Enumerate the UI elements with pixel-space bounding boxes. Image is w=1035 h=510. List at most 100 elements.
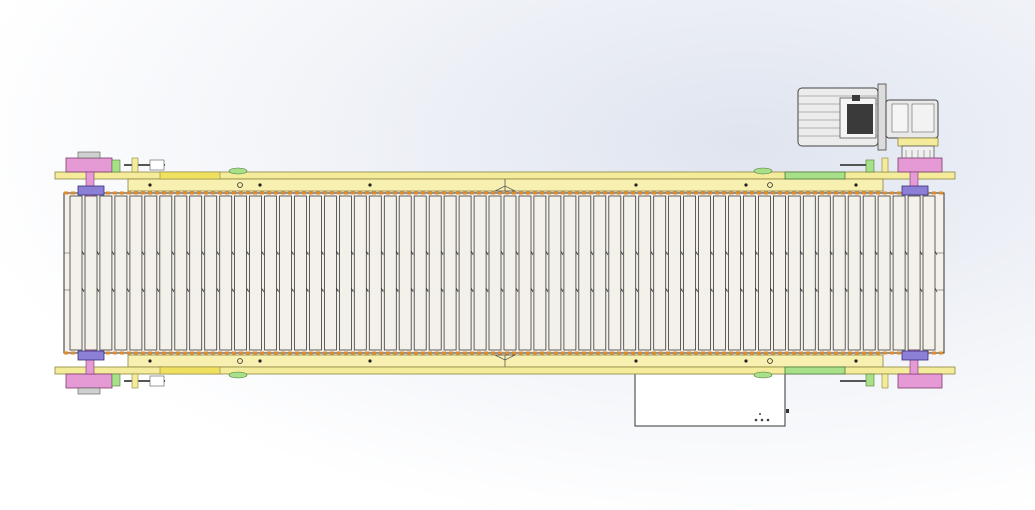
slat-joint: [590, 287, 594, 293]
slat-joint: [395, 250, 399, 256]
belt-slat: [204, 195, 218, 351]
slat-joint: [680, 250, 683, 256]
slat-joint: [126, 250, 130, 256]
belt-slat: [129, 195, 143, 351]
slat-joint: [470, 287, 474, 293]
slat-joint: [620, 250, 624, 256]
top-side-frame: [54, 167, 956, 192]
belt-slat: [892, 195, 906, 351]
belt-slat: [338, 195, 352, 351]
belt-slat: [563, 195, 577, 351]
belt-slat: [518, 195, 532, 351]
slat-joint: [350, 250, 354, 256]
belt-slat: [773, 195, 786, 351]
slat-joint: [321, 250, 324, 256]
slat-joint: [515, 287, 519, 293]
belt-slat: [234, 195, 248, 351]
belt-slat: [84, 195, 98, 351]
slat-joint: [455, 287, 459, 293]
slat-joint: [216, 250, 220, 256]
belt-slat: [877, 195, 891, 351]
belt-slat: [323, 195, 337, 351]
slat-joint: [799, 287, 803, 293]
belt-slat: [668, 195, 681, 351]
slat-joint: [216, 287, 220, 293]
slat-joint: [291, 287, 294, 293]
slat-joint: [770, 250, 773, 256]
slat-joint: [81, 287, 85, 293]
slat-joint: [500, 250, 504, 256]
slat-joint: [246, 287, 249, 293]
belt-slat: [428, 195, 442, 351]
belt-slat: [847, 195, 861, 351]
slat-joint: [605, 250, 609, 256]
belt-slat: [922, 195, 936, 351]
slat-joint: [784, 287, 788, 293]
slat-joint: [530, 250, 534, 256]
slat-joint: [470, 250, 474, 256]
belt-slat: [578, 195, 592, 351]
belt-slat: [368, 195, 382, 351]
slat-joint: [111, 250, 115, 256]
slat-belt: [63, 192, 945, 354]
slat-joint: [365, 250, 369, 256]
belt-slat: [383, 195, 397, 351]
slat-joint: [710, 287, 713, 293]
control-box: [634, 369, 789, 427]
slat-joint: [81, 250, 85, 256]
slat-joint: [725, 287, 728, 293]
belt-slat: [503, 195, 517, 351]
slat-joint: [904, 287, 908, 293]
slat-joint: [710, 250, 713, 256]
slat-joint: [755, 250, 758, 256]
belt-slat: [413, 195, 427, 351]
slat-joint: [770, 287, 773, 293]
slat-joint: [545, 250, 549, 256]
slat-joint: [695, 287, 698, 293]
slat-joint: [650, 287, 654, 293]
slat-joint: [336, 250, 339, 256]
slat-joint: [515, 250, 519, 256]
slat-joint: [201, 250, 205, 256]
belt-slat: [802, 195, 816, 351]
slat-joint: [725, 250, 728, 256]
slat-joint: [560, 287, 564, 293]
slat-joint: [620, 287, 624, 293]
slat-joint: [231, 287, 234, 293]
slat-joint: [919, 250, 923, 256]
slat-joint: [889, 250, 893, 256]
right-bottom-bearing-assembly: [840, 349, 943, 389]
slat-joint: [365, 287, 369, 293]
belt-slat: [817, 195, 831, 351]
belt-slat: [99, 195, 113, 351]
slat-joint: [186, 287, 190, 293]
slat-joint: [695, 250, 698, 256]
belt-slat: [623, 195, 637, 351]
belt-slat: [189, 195, 203, 351]
belt-slat: [683, 195, 696, 351]
slat-joint: [650, 250, 654, 256]
belt-slat: [144, 195, 158, 351]
slat-joint: [455, 250, 459, 256]
belt-slat: [264, 195, 278, 351]
belt-slat: [907, 195, 921, 351]
slat-joint: [111, 287, 115, 293]
slat-joint: [485, 287, 489, 293]
belt-slat: [728, 195, 741, 351]
left-top-bearing-assembly: [65, 151, 165, 197]
slat-joint: [306, 250, 309, 256]
belt-slat: [114, 195, 128, 351]
slat-joint: [859, 250, 863, 256]
slat-joint: [784, 250, 788, 256]
slat-joint: [485, 250, 489, 256]
slat-joint: [680, 287, 683, 293]
belt-slat: [249, 195, 263, 351]
belt-slat: [174, 195, 188, 351]
belt-slat: [69, 195, 83, 351]
slat-joint: [814, 287, 818, 293]
belt-slat: [159, 195, 173, 351]
belt-slat: [294, 195, 307, 351]
drive-motor: [797, 83, 887, 151]
belt-slat: [787, 195, 801, 351]
